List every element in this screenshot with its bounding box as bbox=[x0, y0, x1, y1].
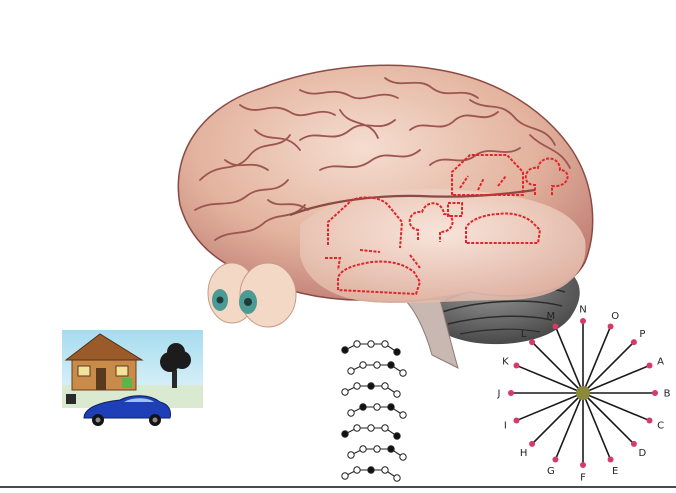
chain-bead bbox=[342, 389, 348, 395]
spoke-label: H bbox=[520, 448, 528, 459]
chain-bead bbox=[360, 362, 366, 368]
spoke-end-dot bbox=[552, 457, 558, 463]
chain-bead bbox=[354, 341, 360, 347]
bead-chain-diagram bbox=[342, 341, 406, 481]
spoke-label: E bbox=[612, 466, 618, 477]
spoke-end-dot bbox=[552, 323, 558, 329]
chain-bead bbox=[368, 425, 374, 431]
chain-bead bbox=[388, 404, 394, 410]
chain-bead bbox=[382, 467, 388, 473]
radial-spoke-diagram: A B C D E F G H I J K L M N O P bbox=[497, 305, 671, 484]
chain-bead bbox=[382, 425, 388, 431]
spoke-label: I bbox=[504, 421, 507, 432]
spoke-label: C bbox=[657, 421, 664, 432]
chain-bead bbox=[354, 467, 360, 473]
scene-picture bbox=[62, 330, 203, 426]
chain-bead bbox=[382, 341, 388, 347]
chain-bead bbox=[388, 362, 394, 368]
spoke-label: N bbox=[579, 305, 586, 316]
spoke-end-dot bbox=[508, 390, 514, 396]
chain-bead bbox=[348, 410, 354, 416]
chain-bead bbox=[368, 383, 374, 389]
chain-bead bbox=[374, 446, 380, 452]
spoke-label: M bbox=[547, 311, 556, 322]
chain-bead bbox=[394, 475, 400, 481]
chain-bead bbox=[374, 404, 380, 410]
spoke-end-dot bbox=[647, 362, 653, 368]
spoke-end-dot bbox=[631, 441, 637, 447]
spoke-label: K bbox=[502, 356, 509, 367]
spoke-line bbox=[532, 393, 583, 444]
chain-bead bbox=[368, 341, 374, 347]
spoke-end-dot bbox=[513, 418, 519, 424]
spoke-end-dot bbox=[580, 462, 586, 468]
spoke-end-dot bbox=[513, 362, 519, 368]
chain-bead bbox=[394, 391, 400, 397]
chain-bead bbox=[388, 446, 394, 452]
spoke-label: J bbox=[497, 389, 501, 400]
chain-bead bbox=[342, 473, 348, 479]
chain-bead bbox=[360, 446, 366, 452]
hub-node bbox=[576, 386, 590, 400]
spoke-end-dot bbox=[631, 339, 637, 345]
chain-bead bbox=[348, 368, 354, 374]
chain-bead bbox=[400, 454, 406, 460]
spoke-line bbox=[583, 342, 634, 393]
spoke-end-dot bbox=[652, 390, 658, 396]
spoke-label: G bbox=[547, 466, 555, 477]
chain-bead bbox=[394, 433, 400, 439]
spoke-end-dot bbox=[529, 441, 535, 447]
chain-bead bbox=[368, 467, 374, 473]
chain-bead bbox=[342, 431, 348, 437]
bottom-rule bbox=[0, 486, 676, 488]
spoke-end-dot bbox=[529, 339, 535, 345]
chain-bead bbox=[382, 383, 388, 389]
eye-icon bbox=[208, 263, 296, 327]
spoke-label: F bbox=[580, 473, 586, 484]
spoke-label: O bbox=[611, 311, 619, 322]
spoke-end-dot bbox=[580, 318, 586, 324]
spoke-label: L bbox=[521, 329, 527, 340]
chain-bead bbox=[348, 452, 354, 458]
chain-bead bbox=[400, 370, 406, 376]
spoke-end-dot bbox=[608, 457, 614, 463]
spoke-line bbox=[583, 393, 634, 444]
spoke-end-dot bbox=[647, 418, 653, 424]
spoke-label: D bbox=[639, 448, 647, 459]
spoke-label: P bbox=[639, 329, 645, 340]
spoke-label: B bbox=[664, 389, 671, 400]
chain-bead bbox=[354, 383, 360, 389]
chain-bead bbox=[394, 349, 400, 355]
spoke-line bbox=[532, 342, 583, 393]
chain-bead bbox=[360, 404, 366, 410]
chain-bead bbox=[400, 412, 406, 418]
spoke-end-dot bbox=[608, 323, 614, 329]
chain-bead bbox=[374, 362, 380, 368]
chain-bead bbox=[342, 347, 348, 353]
spoke-label: A bbox=[657, 356, 664, 367]
chain-bead bbox=[354, 425, 360, 431]
